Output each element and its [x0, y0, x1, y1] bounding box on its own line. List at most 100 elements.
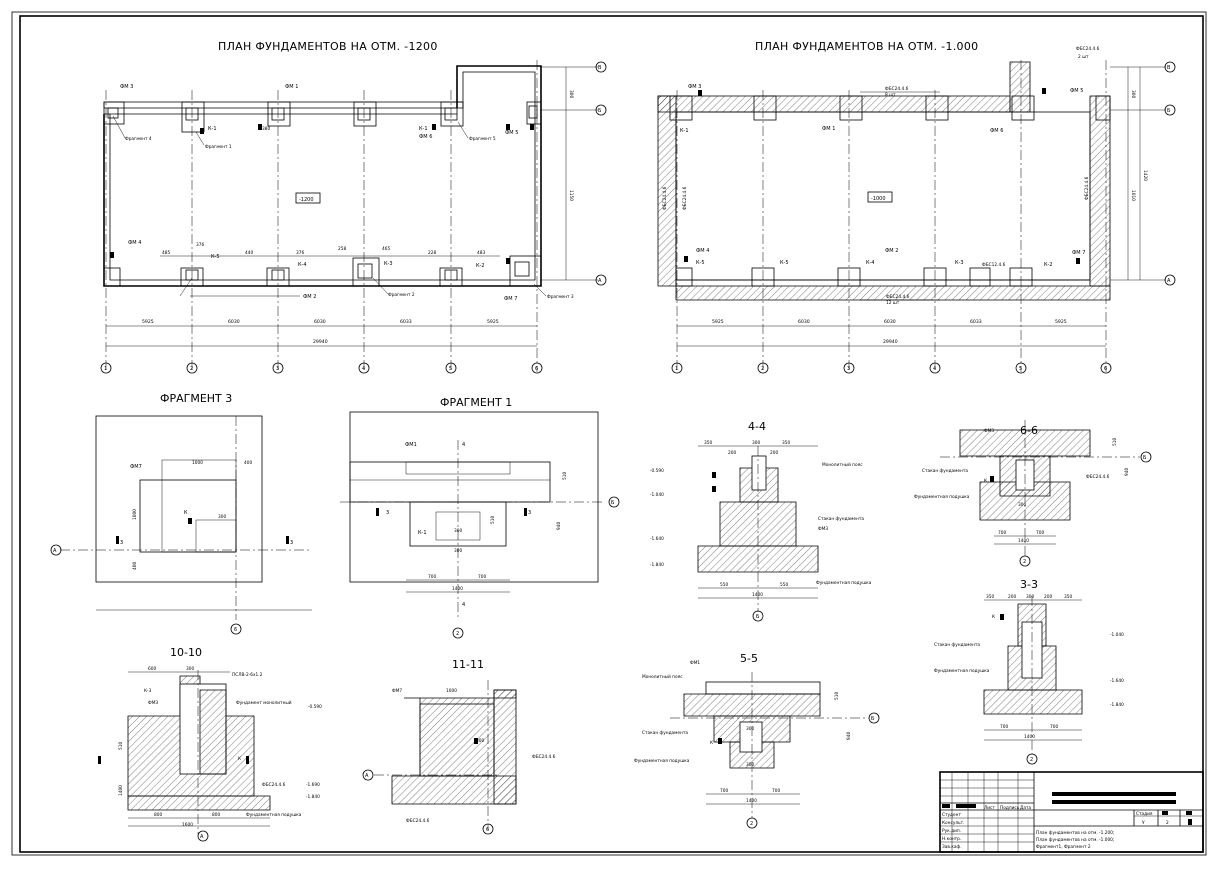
- fragment-1: ФРАГМЕНТ 1 ФМ1 К-1 4 4 3 3 700 700 1400 …: [340, 396, 620, 639]
- section-3-3: 3-3 Стакан фундамента Фундаментная подуш…: [934, 578, 1124, 765]
- svg-text:483: 483: [477, 250, 485, 256]
- svg-text:510: 510: [562, 472, 568, 480]
- svg-text:350: 350: [704, 440, 712, 446]
- svg-text:300: 300: [454, 548, 462, 554]
- svg-text:258: 258: [338, 246, 346, 252]
- svg-text:-1.840: -1.840: [306, 794, 320, 800]
- svg-text:ФБС24.4.6: ФБС24.4.6: [1084, 176, 1090, 200]
- svg-text:6: 6: [234, 627, 237, 633]
- svg-text:ФБС24.4.6: ФБС24.4.6: [532, 754, 556, 760]
- svg-text:8 шт: 8 шт: [885, 92, 896, 98]
- svg-text:ФМ 1: ФМ 1: [285, 84, 298, 90]
- svg-text:300: 300: [454, 528, 462, 534]
- svg-text:2: 2: [456, 631, 459, 637]
- outer-frame: [11, 11, 1207, 856]
- svg-text:У: У: [1142, 820, 1145, 826]
- svg-text:Фундаментная подушка: Фундаментная подушка: [634, 758, 690, 764]
- svg-text:К-2: К-2: [476, 263, 485, 269]
- svg-text:300: 300: [752, 440, 760, 446]
- svg-text:350: 350: [986, 594, 994, 600]
- svg-text:-1.040: -1.040: [650, 492, 664, 498]
- svg-text:2: 2: [190, 366, 193, 372]
- svg-text:Стакан фундамента: Стакан фундамента: [818, 516, 864, 522]
- svg-text:К-3: К-3: [384, 261, 393, 267]
- svg-text:ФРАГМЕНТ 3: ФРАГМЕНТ 3: [160, 392, 232, 405]
- svg-text:465: 465: [382, 246, 390, 252]
- svg-text:ФМ 5: ФМ 5: [505, 130, 518, 136]
- svg-text:К-1: К-1: [208, 126, 217, 132]
- svg-text:Фрагмент 2: Фрагмент 2: [388, 292, 415, 298]
- svg-text:940: 940: [846, 732, 852, 740]
- svg-text:ФМ 6: ФМ 6: [419, 134, 432, 140]
- svg-text:3: 3: [120, 540, 123, 546]
- svg-text:В: В: [1167, 65, 1171, 71]
- svg-text:400: 400: [132, 562, 138, 570]
- section-6-6: 6-6 ФМ3 Стакан фундамента Фундаментная п…: [914, 420, 1152, 567]
- svg-text:3: 3: [276, 366, 279, 372]
- svg-text:1600: 1600: [182, 822, 193, 828]
- svg-text:ФМ 2: ФМ 2: [885, 248, 898, 254]
- svg-text:6: 6: [486, 827, 489, 833]
- svg-text:5-5: 5-5: [740, 652, 758, 665]
- svg-text:-1.640: -1.640: [650, 536, 664, 542]
- svg-text:6: 6: [535, 366, 538, 372]
- svg-text:2: 2: [750, 821, 753, 827]
- plan-right-title: ПЛАН ФУНДАМЕНТОВ НА ОТМ. -1.000: [755, 40, 978, 53]
- svg-text:550: 550: [780, 582, 788, 588]
- title-block: Лист Подпись Дата Студент Консульт. Рук.…: [939, 771, 1204, 853]
- svg-text:940: 940: [556, 522, 562, 530]
- svg-text:1400: 1400: [1018, 538, 1029, 544]
- svg-text:-0.590: -0.590: [650, 468, 664, 474]
- svg-text:6030: 6030: [314, 319, 326, 325]
- svg-text:2: 2: [1023, 559, 1026, 565]
- svg-text:29940: 29940: [313, 339, 328, 345]
- svg-text:ФМ 7: ФМ 7: [504, 296, 517, 302]
- svg-text:ФБС24.4.6: ФБС24.4.6: [1076, 46, 1100, 52]
- svg-text:3-3: 3-3: [1020, 578, 1038, 591]
- svg-text:6033: 6033: [970, 319, 982, 325]
- svg-text:4: 4: [362, 366, 365, 372]
- svg-text:200: 200: [1044, 594, 1052, 600]
- svg-text:Консульт.: Консульт.: [942, 820, 965, 826]
- svg-text:План фундаментов на отм. -1.20: План фундаментов на отм. -1.200;: [1036, 830, 1114, 836]
- section-4-4: 4-4 Монолитный пояс Стакан фундамента ФМ…: [650, 420, 872, 622]
- svg-text:Фрагмент 5: Фрагмент 5: [469, 136, 496, 142]
- svg-text:Фрагмент 1: Фрагмент 1: [205, 144, 232, 150]
- svg-text:Фундамент монолитный: Фундамент монолитный: [236, 699, 292, 706]
- svg-text:3: 3: [847, 366, 850, 372]
- svg-text:380: 380: [262, 126, 270, 132]
- svg-text:Студент: Студент: [942, 812, 961, 818]
- svg-text:К: К: [992, 614, 995, 620]
- svg-text:К-3: К-3: [144, 688, 152, 694]
- svg-text:ФМ1: ФМ1: [690, 660, 700, 666]
- svg-text:ПСЛВ-2-6х1.2: ПСЛВ-2-6х1.2: [232, 672, 263, 678]
- section-5-5: 5-5 ФМ1 Монолитный пояс Стакан фундамент…: [634, 652, 880, 829]
- svg-text:12 шт: 12 шт: [886, 300, 900, 306]
- svg-text:3: 3: [386, 510, 389, 516]
- svg-text:700: 700: [1036, 530, 1044, 536]
- svg-text:В: В: [598, 65, 602, 71]
- svg-text:Б: Б: [1167, 108, 1171, 114]
- svg-text:700: 700: [720, 788, 728, 794]
- svg-text:ФМ 6: ФМ 6: [990, 128, 1003, 134]
- svg-text:300: 300: [568, 90, 574, 98]
- svg-text:1400: 1400: [1024, 734, 1035, 740]
- svg-text:400: 400: [244, 460, 252, 466]
- svg-text:Б: Б: [871, 716, 875, 722]
- svg-text:Фундаментная подушка: Фундаментная подушка: [246, 812, 302, 818]
- svg-text:Фундаментная подушка: Фундаментная подушка: [914, 494, 970, 500]
- svg-text:376: 376: [296, 250, 304, 256]
- svg-text:Б: Б: [611, 500, 615, 506]
- svg-text:1000: 1000: [446, 688, 457, 694]
- svg-text:А: А: [53, 548, 57, 554]
- svg-text:700: 700: [772, 788, 780, 794]
- svg-text:ФМ 1: ФМ 1: [822, 126, 835, 132]
- section-10-10: 10-10 К-3 ФМ3 ПСЛВ-2-6х1.2 Фундамент мон…: [98, 646, 322, 842]
- svg-text:К-1: К-1: [419, 126, 428, 132]
- svg-text:Б: Б: [1143, 455, 1147, 461]
- svg-text:510: 510: [118, 742, 124, 750]
- svg-text:1000: 1000: [132, 509, 138, 520]
- svg-text:К-3: К-3: [955, 260, 964, 266]
- svg-text:-0.590: -0.590: [308, 704, 322, 710]
